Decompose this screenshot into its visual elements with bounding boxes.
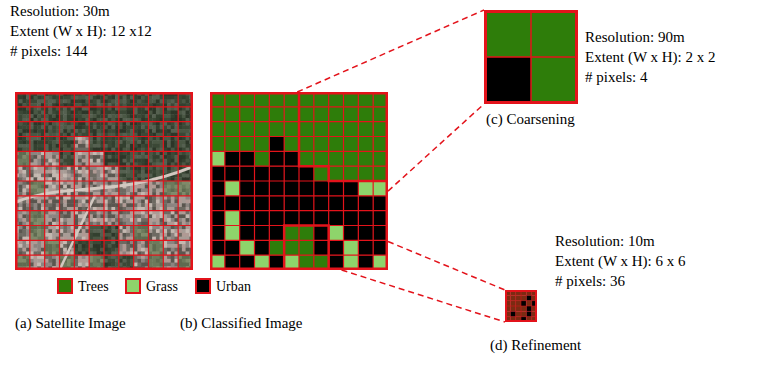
zoom-connector [388,242,505,290]
legend-swatch [125,278,141,294]
grid-stat: Extent (W x H): 6 x 6 [555,252,686,270]
pixel-grid [210,92,388,270]
zoom-connector [388,104,484,191]
grid-stat: # pixels: 36 [555,272,625,290]
legend-label: Grass [146,279,178,294]
grid-stat: Resolution: 30m [10,2,110,20]
pixel-grid [484,10,578,104]
panel-caption: (c) Coarsening [486,110,575,128]
zoom-connector [342,270,505,322]
grid-stat: Extent (W x H): 12 x12 [10,22,152,40]
legend-item: Grass [125,278,178,295]
panel-caption: (d) Refinement [490,336,581,354]
pixel-grid [15,92,193,270]
legend-label: Trees [78,279,109,294]
zoom-connector [297,10,484,92]
legend-swatch [57,278,73,294]
grid-stat: Resolution: 10m [555,232,655,250]
grid-stat: # pixels: 4 [585,68,648,86]
refined-image: (d) Refinement [505,290,537,322]
panel-caption: (b) Classified Image [180,314,302,332]
legend-label: Urban [216,279,251,294]
satellite-image: (a) Satellite Image [15,92,193,270]
grid-stat: Extent (W x H): 2 x 2 [585,48,716,66]
coarsened-image: (c) Coarsening [484,10,578,104]
grid-stat: # pixels: 144 [10,42,88,60]
panel-caption: (a) Satellite Image [15,314,126,332]
grid-stat: Resolution: 90m [585,28,685,46]
legend-item: Trees [57,278,109,295]
legend-swatch [195,278,211,294]
pixel-grid [505,290,537,322]
classified-image: (b) Classified Image [210,92,388,270]
legend-item: Urban [195,278,251,295]
